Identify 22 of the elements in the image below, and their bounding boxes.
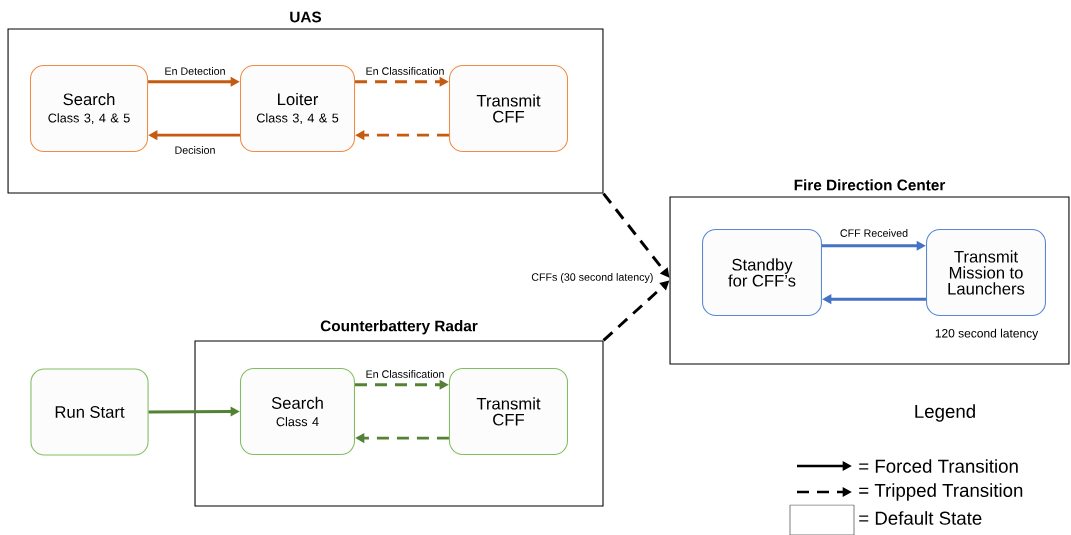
edge-label: En Classification [364,368,446,380]
state-box: Search Class 3, 4 & 5 [29,64,149,152]
state-box: Transmit Mission to Launchers [926,228,1046,317]
node-label: Fire Direction Center [794,179,946,191]
edge-label: CFF Received [838,227,910,239]
node-label: Counterbattery Radar [320,320,478,335]
edge-label: En Detection [163,65,227,77]
legend-item: = Forced Transition [797,459,1018,473]
edge-label: Decision [173,144,217,156]
state-box: Transmit CFF [448,367,568,455]
state-box: Transmit CFF [448,64,569,152]
state-box: Loiter Class 3, 4 & 5 [239,64,356,152]
legend-item: = Default State [789,504,982,535]
latency-note: 120 second latency [935,328,1039,340]
state-box: Run Start [30,368,149,456]
legend-title: Legend [915,404,975,422]
edge-label: En Classification [364,65,446,77]
state-box: Search Class 4 [239,367,355,455]
edge-label: CFFs (30 second latency) [529,271,655,285]
node-label: UAS [290,11,322,23]
state-box: Standby for CFF’s [702,228,822,317]
legend-item: = Tripped Transition [797,483,1023,501]
